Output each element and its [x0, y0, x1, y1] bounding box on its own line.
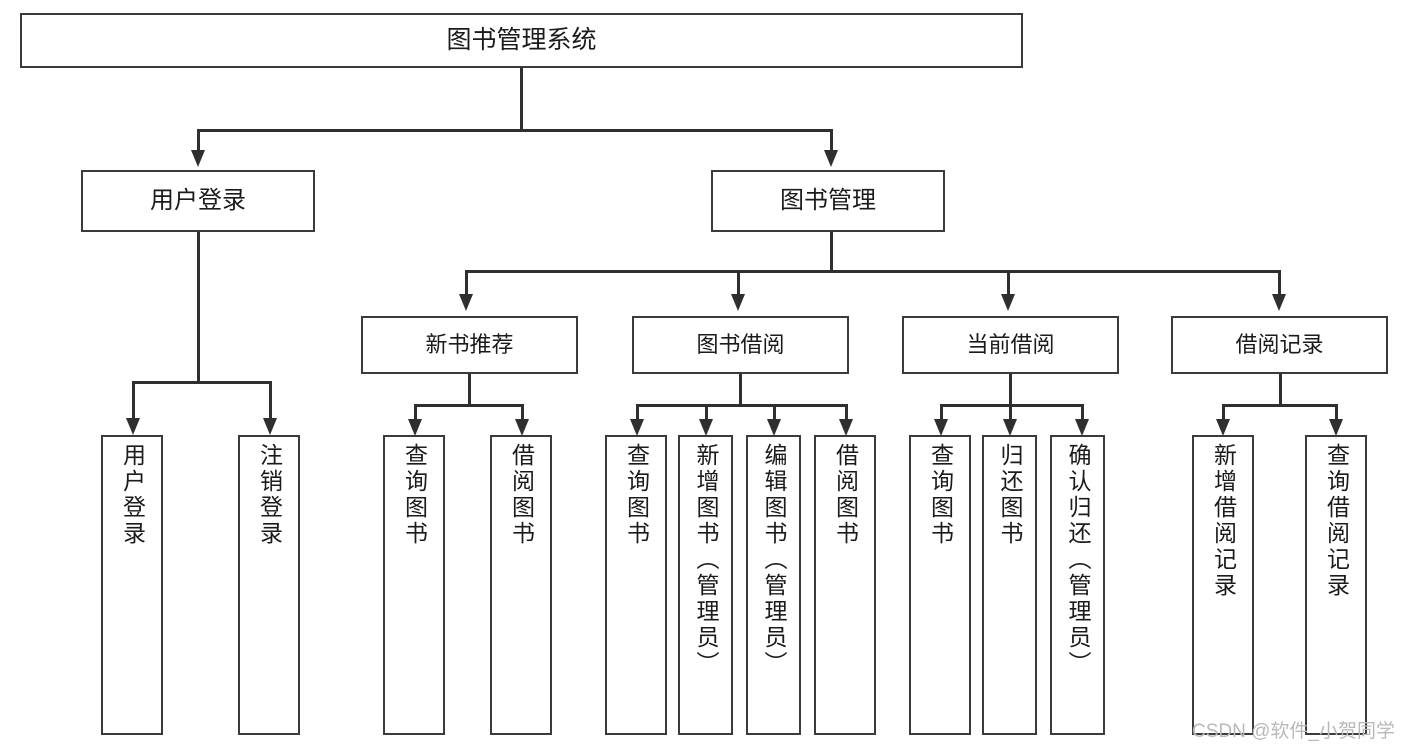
connector-book-borrow-drop-4 — [845, 404, 848, 420]
connector-current-borrow-drop-2 — [1009, 404, 1012, 420]
leaf-query-borrow-record[interactable]: 查询借阅记录 — [1305, 435, 1367, 735]
arrowhead-borrow-record — [1272, 294, 1286, 311]
leaf-query-book-current[interactable]: 查询图书 — [909, 435, 971, 735]
connector-new-book-bus — [415, 404, 523, 407]
arrowhead-leaf-confirm-return — [1075, 419, 1089, 436]
arrowhead-leaf-query-book-3 — [934, 419, 948, 436]
leaf-add-borrow-record[interactable]: 新增借阅记录 — [1192, 435, 1254, 735]
leaf-query-book-recommend[interactable]: 查询图书 — [383, 435, 445, 735]
connector-new-book-stem — [468, 374, 471, 405]
connector-book-borrow-drop-2 — [705, 404, 708, 420]
arrowhead-leaf-logout — [263, 418, 277, 435]
arrowhead-leaf-borrow-book-2 — [839, 419, 853, 436]
arrowhead-new-book-recommend — [459, 294, 473, 311]
connector-current-borrow-drop-1 — [940, 404, 943, 420]
arrowhead-leaf-add-book — [699, 419, 713, 436]
connector-user-login-stem — [197, 232, 200, 382]
arrowhead-leaf-query-book-1 — [408, 419, 422, 436]
connector-borrow-record-stem — [1279, 374, 1282, 405]
node-borrow-record[interactable]: 借阅记录 — [1171, 316, 1388, 374]
connector-current-borrow-stem — [1009, 374, 1012, 405]
node-label: 图书借阅 — [696, 332, 785, 358]
node-book-management[interactable]: 图书管理 — [711, 170, 945, 232]
node-label: 图书管理系统 — [446, 26, 597, 55]
node-label: 新增借阅记录 — [1210, 443, 1237, 599]
leaf-borrow-book[interactable]: 借阅图书 — [814, 435, 876, 735]
node-label: 查询借阅记录 — [1323, 443, 1350, 599]
arrowhead-leaf-query-record — [1329, 419, 1343, 436]
arrowhead-leaf-edit-book — [767, 419, 781, 436]
connector-to-new-book — [465, 270, 468, 295]
node-root-system[interactable]: 图书管理系统 — [20, 13, 1023, 68]
node-label: 新书推荐 — [425, 332, 514, 358]
connector-to-current-borrow — [1007, 270, 1010, 295]
node-label: 当前借阅 — [966, 332, 1055, 358]
node-label: 新增图书（管理员） — [693, 443, 719, 677]
arrowhead-user-login — [191, 150, 205, 167]
node-label: 借阅图书 — [508, 443, 535, 547]
node-label: 用户登录 — [150, 187, 246, 215]
arrowhead-leaf-borrow-book-1 — [515, 419, 529, 436]
connector-current-borrow-drop-3 — [1081, 404, 1084, 420]
node-label: 查询图书 — [927, 443, 954, 547]
connector-book-mgmt-stem — [830, 232, 833, 271]
connector-new-book-drop-2 — [521, 404, 524, 420]
connector-user-login-left-drop — [132, 381, 135, 419]
node-current-borrow[interactable]: 当前借阅 — [902, 316, 1119, 374]
node-user-login[interactable]: 用户登录 — [81, 170, 315, 232]
node-label: 注销登录 — [256, 443, 283, 547]
arrowhead-current-borrow — [1001, 294, 1015, 311]
leaf-user-login[interactable]: 用户登录 — [101, 435, 163, 735]
connector-book-borrow-bus — [637, 404, 847, 407]
leaf-return-book[interactable]: 归还图书 — [982, 435, 1037, 735]
connector-root-bus — [198, 129, 832, 132]
connector-new-book-drop-1 — [414, 404, 417, 420]
leaf-add-book-admin[interactable]: 新增图书（管理员） — [678, 435, 733, 735]
connector-current-borrow-bus — [941, 404, 1083, 407]
node-label: 归还图书 — [997, 443, 1023, 547]
arrowhead-book-mgmt — [824, 150, 838, 167]
node-book-borrow[interactable]: 图书借阅 — [632, 316, 849, 374]
arrowhead-leaf-add-record — [1216, 419, 1230, 436]
leaf-query-book-borrow[interactable]: 查询图书 — [605, 435, 667, 735]
node-label: 图书管理 — [780, 187, 876, 215]
connector-book-mgmt-bus — [466, 270, 1281, 273]
leaf-borrow-book-recommend[interactable]: 借阅图书 — [490, 435, 552, 735]
node-label: 编辑图书（管理员） — [761, 443, 787, 677]
leaf-confirm-return-admin[interactable]: 确认归还（管理员） — [1050, 435, 1105, 735]
connector-to-borrow-record — [1278, 270, 1281, 295]
leaf-logout[interactable]: 注销登录 — [238, 435, 300, 735]
node-label: 借阅记录 — [1235, 332, 1324, 358]
connector-root-to-user-login — [197, 129, 200, 151]
connector-book-borrow-drop-3 — [773, 404, 776, 420]
connector-book-borrow-stem — [739, 374, 742, 405]
node-label: 查询图书 — [401, 443, 428, 547]
node-label: 用户登录 — [119, 443, 146, 547]
connector-root-stem — [520, 68, 523, 130]
connector-borrow-record-drop-2 — [1335, 404, 1338, 420]
connector-borrow-record-drop-1 — [1222, 404, 1225, 420]
connector-root-to-book-mgmt — [830, 129, 833, 151]
connector-user-login-bus — [133, 381, 270, 384]
connector-user-login-right-drop — [269, 381, 272, 419]
leaf-edit-book-admin[interactable]: 编辑图书（管理员） — [746, 435, 801, 735]
node-label: 确认归还（管理员） — [1065, 443, 1091, 677]
arrowhead-leaf-return-book — [1003, 419, 1017, 436]
node-label: 查询图书 — [623, 443, 650, 547]
node-new-book-recommend[interactable]: 新书推荐 — [361, 316, 578, 374]
arrowhead-leaf-query-book-2 — [630, 419, 644, 436]
connector-to-book-borrow — [737, 270, 740, 295]
arrowhead-leaf-user-login — [126, 418, 140, 435]
node-label: 借阅图书 — [832, 443, 859, 547]
connector-borrow-record-bus — [1223, 404, 1337, 407]
arrowhead-book-borrow — [731, 294, 745, 311]
connector-book-borrow-drop-1 — [636, 404, 639, 420]
